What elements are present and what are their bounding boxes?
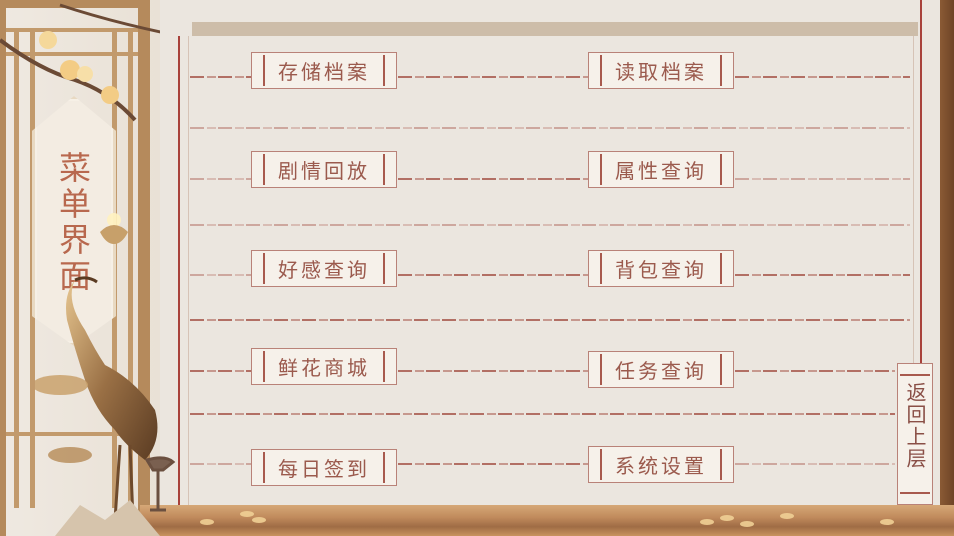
row-rule (735, 76, 910, 78)
paper-left-border (178, 36, 180, 506)
paper-right-border (920, 0, 922, 370)
divider-rule (190, 413, 895, 415)
coin-icon (740, 521, 754, 527)
row-rule (735, 274, 910, 276)
row-rule (735, 178, 910, 180)
divider-rule (190, 127, 910, 129)
daily-checkin-button[interactable]: 每日签到 (251, 449, 397, 486)
window-frame-top (0, 0, 150, 8)
flower-shop-label: 鲜花商城 (278, 356, 370, 380)
row-rule (398, 463, 588, 465)
row-rule (190, 370, 252, 372)
row-rule (190, 274, 252, 276)
lattice-bar (6, 52, 138, 56)
story-replay-button[interactable]: 剧情回放 (251, 151, 397, 188)
row-rule (398, 178, 588, 180)
daily-checkin-label: 每日签到 (278, 457, 370, 481)
wooden-shelf (140, 505, 954, 536)
coin-icon (780, 513, 794, 519)
row-rule (398, 274, 588, 276)
quests-button[interactable]: 任务查询 (588, 351, 734, 388)
coin-icon (252, 517, 266, 523)
lattice-bar (128, 28, 133, 508)
back-label: 返回上层 (903, 382, 927, 470)
attributes-button[interactable]: 属性查询 (588, 151, 734, 188)
paper-top-band (192, 22, 918, 36)
coin-icon (700, 519, 714, 525)
save-game-label: 存储档案 (278, 60, 370, 84)
row-rule (735, 370, 895, 372)
divider-rule (190, 319, 910, 321)
paper-left-inner-border (188, 36, 189, 506)
golden-crane-icon (35, 276, 176, 536)
settings-button[interactable]: 系统设置 (588, 446, 734, 483)
quests-label: 任务查询 (615, 359, 707, 383)
back-button[interactable]: 返回上层 (897, 363, 933, 505)
paper-right-inner-border (913, 36, 914, 366)
row-rule (190, 178, 252, 180)
row-rule (398, 370, 588, 372)
divider-rule (190, 224, 910, 226)
row-rule (190, 463, 252, 465)
story-replay-label: 剧情回放 (278, 159, 370, 183)
row-rule (735, 463, 895, 465)
coin-icon (720, 515, 734, 521)
affection-button[interactable]: 好感查询 (251, 250, 397, 287)
lattice-bar (14, 28, 19, 508)
inventory-button[interactable]: 背包查询 (588, 250, 734, 287)
window-frame-left (0, 0, 6, 536)
lattice-bar (6, 28, 138, 32)
flower-shop-button[interactable]: 鲜花商城 (251, 348, 397, 385)
lattice-bar (6, 432, 138, 436)
load-game-button[interactable]: 读取档案 (588, 52, 734, 89)
inventory-label: 背包查询 (615, 258, 707, 282)
coin-icon (200, 519, 214, 525)
attributes-label: 属性查询 (615, 159, 707, 183)
load-game-label: 读取档案 (615, 60, 707, 84)
settings-label: 系统设置 (615, 454, 707, 478)
lotus-lamp-icon (100, 213, 128, 244)
affection-label: 好感查询 (278, 258, 370, 282)
row-rule (398, 76, 588, 78)
save-game-button[interactable]: 存储档案 (251, 52, 397, 89)
right-wood-frame (940, 0, 954, 536)
coin-icon (240, 511, 254, 517)
page-title: 菜单界面 (54, 151, 92, 295)
coin-icon (880, 519, 894, 525)
row-rule (190, 76, 252, 78)
